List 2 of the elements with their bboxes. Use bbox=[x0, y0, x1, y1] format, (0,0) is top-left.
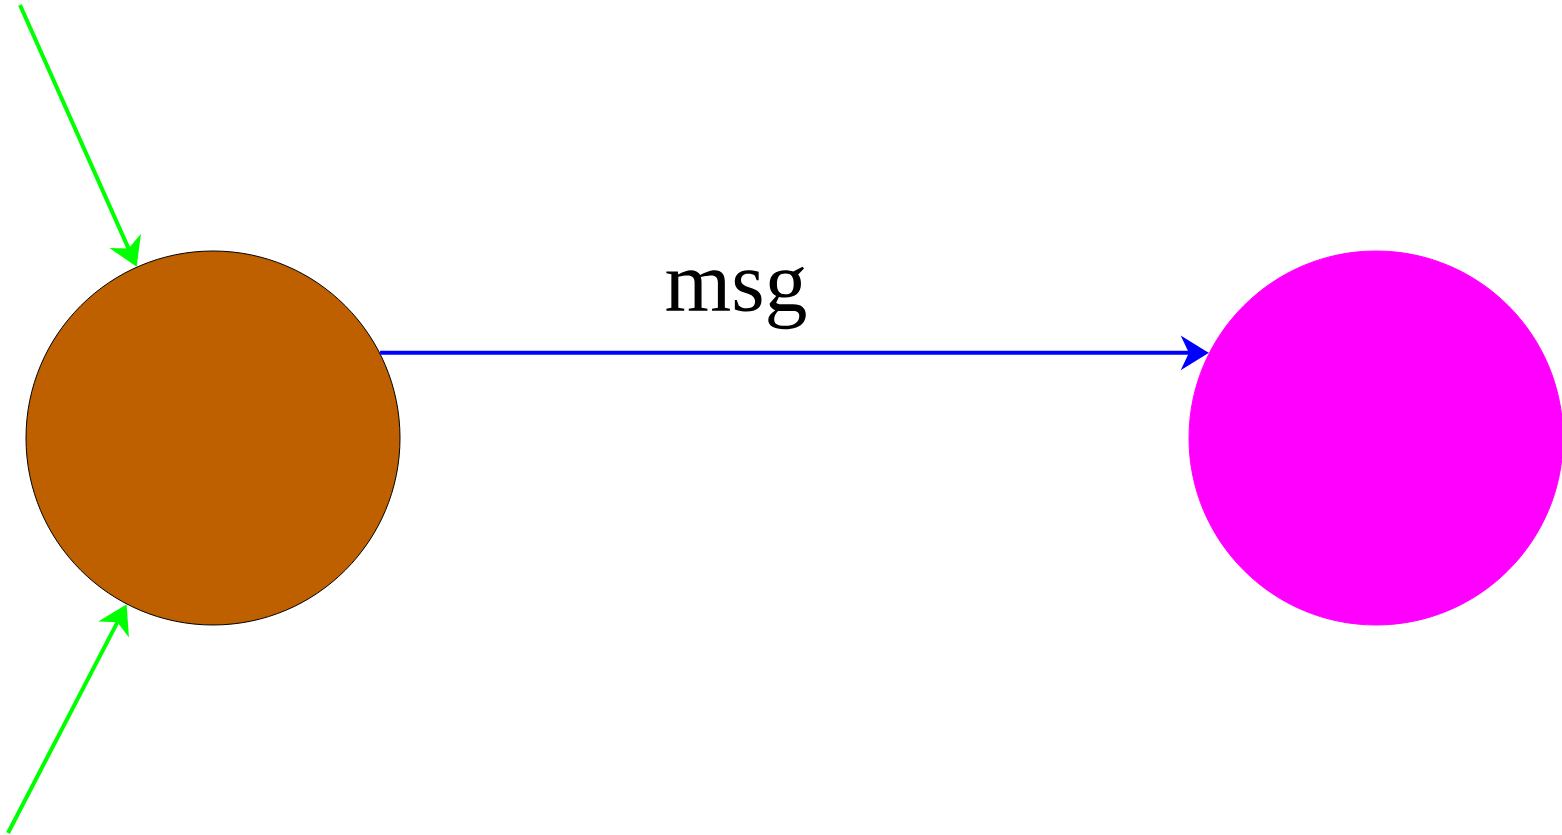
circle-shape bbox=[25, 250, 401, 626]
edge-label: msg bbox=[662, 264, 810, 332]
